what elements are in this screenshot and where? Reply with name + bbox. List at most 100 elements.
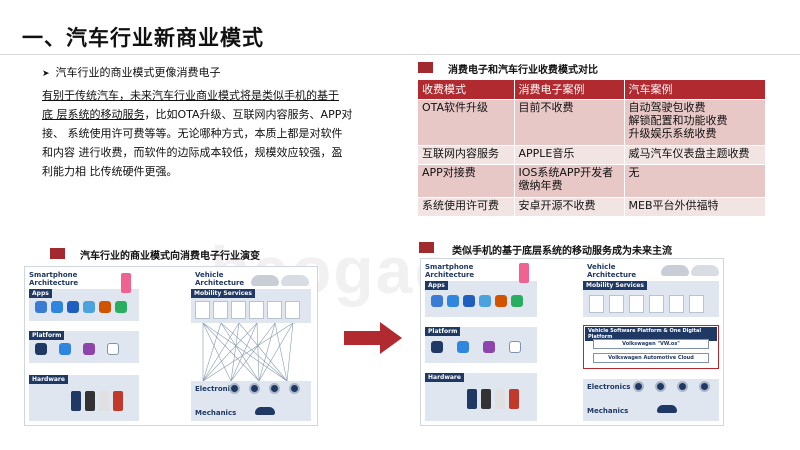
vw-platform-label: Vehicle Software Platform & One Digital … xyxy=(585,327,717,341)
table-cell: OTA软件升级 xyxy=(418,99,515,146)
sdk-icon xyxy=(83,343,95,355)
phone-hardware-icon xyxy=(509,389,519,409)
phone-hardware-icon xyxy=(481,389,491,409)
framework-icon xyxy=(509,341,521,353)
framework-icon xyxy=(107,343,119,355)
table-cell: 目前不收费 xyxy=(514,99,625,146)
table-cell: MEB平台外供福特 xyxy=(624,197,766,217)
table-header: 收费模式 xyxy=(418,80,515,100)
service-icon xyxy=(213,301,228,319)
connection-lines xyxy=(202,323,294,381)
service-icon xyxy=(231,301,246,319)
paragraph-line-5: 利能力相 比传统硬件更强。 xyxy=(42,165,178,178)
ecu-icon xyxy=(699,381,710,392)
phone-hardware-icon xyxy=(85,391,95,411)
paragraph-line-2: 底 层系统的移动服务，比如OTA升级、互联网内容服务、APP对 xyxy=(42,108,353,121)
table-cell: 无 xyxy=(624,164,766,198)
table-header: 消费电子案例 xyxy=(514,80,625,100)
apps-label: Apps xyxy=(425,281,448,290)
table-cell: 安卓开源不收费 xyxy=(514,197,625,217)
phone-hardware-icon xyxy=(71,391,81,411)
car-icon xyxy=(661,265,689,276)
table-cell: APPLE音乐 xyxy=(514,145,625,165)
table-header: 汽车案例 xyxy=(624,80,766,100)
ecu-icon xyxy=(229,383,240,394)
table-cell: 互联网内容服务 xyxy=(418,145,515,165)
comparison-table: 收费模式 消费电子案例 汽车案例 OTA软件升级 目前不收费 自动驾驶包收费 解… xyxy=(418,80,766,217)
apps-label: Apps xyxy=(29,289,52,298)
phone-icon xyxy=(519,263,529,283)
table-header-row: 收费模式 消费电子案例 汽车案例 xyxy=(418,80,766,100)
ecu-icon xyxy=(633,381,644,392)
smartphone-arch-label: Smartphone Architecture xyxy=(425,263,475,279)
ecu-icon xyxy=(269,383,280,394)
table-marker xyxy=(418,62,433,73)
ecu-icon xyxy=(249,383,260,394)
app-icon xyxy=(35,301,47,313)
app-icon xyxy=(115,301,127,313)
service-icon xyxy=(609,295,624,313)
paragraph-line-4: 和内容 进行收费，而软件的边际成本较低，规模效应较强，盈 xyxy=(42,146,343,159)
ecu-icon xyxy=(655,381,666,392)
ecu-icon xyxy=(677,381,688,392)
page-title: 一、汽车行业新商业模式 xyxy=(22,26,264,50)
app-store-icon xyxy=(59,343,71,355)
mobility-label: Mobility Services xyxy=(191,289,255,298)
figure-right: Smartphone Architecture Apps Platform Ha… xyxy=(420,258,724,426)
ios-icon xyxy=(35,343,47,355)
mechanics-label: Mechanics xyxy=(195,409,237,417)
app-icon xyxy=(99,301,111,313)
app-icon xyxy=(83,301,95,313)
app-icon xyxy=(67,301,79,313)
service-icon xyxy=(267,301,282,319)
table-cell: APP对接费 xyxy=(418,164,515,198)
hardware-label: Hardware xyxy=(425,373,464,382)
service-icon xyxy=(589,295,604,313)
paragraph-line-1: 有别于传统汽车，未来汽车行业商业模式将是类似手机的基于 xyxy=(42,89,339,102)
phone-hardware-icon xyxy=(99,391,109,411)
figure-left-caption: 汽车行业的商业模式向消费电子行业演变 xyxy=(80,251,260,262)
arrow-right-icon xyxy=(344,322,402,354)
app-icon xyxy=(479,295,491,307)
app-icon xyxy=(51,301,63,313)
car-icon xyxy=(281,275,309,286)
paragraph-line-3: 接、 系统使用许可费等等。无论哪种方式，本质上都是对软件 xyxy=(42,127,343,140)
ecu-icon xyxy=(289,383,300,394)
table-caption: 消费电子和汽车行业收费模式对比 xyxy=(448,65,598,76)
hardware-label: Hardware xyxy=(29,375,68,384)
app-icon xyxy=(447,295,459,307)
figure-left: Smartphone Architecture Apps Platform Ha… xyxy=(24,266,318,426)
table-row: APP对接费 IOS系统APP开发者缴纳年费 无 xyxy=(418,164,766,198)
bullet-text: 汽车行业的商业模式更像消费电子 xyxy=(55,66,221,79)
vehicle-arch-label: Vehicle Architecture xyxy=(195,271,245,287)
electronics-label: Electronics xyxy=(587,383,631,391)
service-icon xyxy=(689,295,704,313)
service-icon xyxy=(629,295,644,313)
table-row: OTA软件升级 目前不收费 自动驾驶包收费 解锁配置和功能收费 升级娱乐系统收费 xyxy=(418,99,766,146)
vw-cloud-label: Volkswagen Automotive Cloud xyxy=(593,353,709,363)
service-icon xyxy=(249,301,264,319)
platform-label: Platform xyxy=(425,327,461,336)
table-cell: 系统使用许可费 xyxy=(418,197,515,217)
vehicle-arch-label: Vehicle Architecture xyxy=(587,263,637,279)
table-row: 系统使用许可费 安卓开源不收费 MEB平台外供福特 xyxy=(418,197,766,217)
table-cell: 威马汽车仪表盘主题收费 xyxy=(624,145,766,165)
service-icon xyxy=(669,295,684,313)
service-icon xyxy=(195,301,210,319)
car-part-icon xyxy=(657,405,677,413)
ios-icon xyxy=(431,341,443,353)
app-icon xyxy=(511,295,523,307)
figure-right-marker xyxy=(419,242,434,253)
phone-hardware-icon xyxy=(113,391,123,411)
vw-os-label: Volkswagen "VW.os" xyxy=(593,339,709,349)
app-icon xyxy=(463,295,475,307)
app-store-icon xyxy=(457,341,469,353)
app-icon xyxy=(495,295,507,307)
app-icon xyxy=(431,295,443,307)
sdk-icon xyxy=(483,341,495,353)
mechanics-label: Mechanics xyxy=(587,407,629,415)
table-cell: 自动驾驶包收费 解锁配置和功能收费 升级娱乐系统收费 xyxy=(624,99,766,146)
mobility-label: Mobility Services xyxy=(583,281,647,290)
figure-right-caption: 类似手机的基于底层系统的移动服务成为未来主流 xyxy=(452,246,672,257)
platform-label: Platform xyxy=(29,331,65,340)
